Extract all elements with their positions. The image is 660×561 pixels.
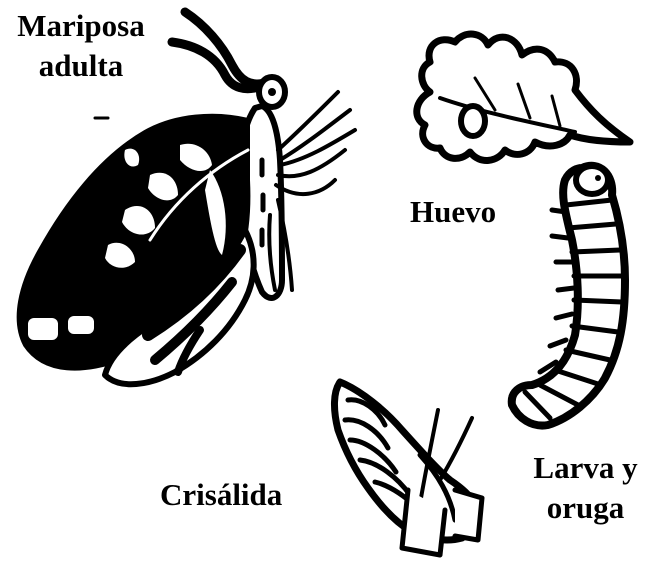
label-larva: Larva y oruga bbox=[518, 448, 653, 528]
label-adult-butterfly: Mariposa adulta bbox=[6, 6, 156, 86]
label-egg: Huevo bbox=[410, 192, 530, 232]
leaf-with-egg-icon bbox=[417, 34, 630, 160]
label-chrysalis: Crisálida bbox=[160, 475, 305, 515]
chrysalis-icon bbox=[334, 382, 482, 555]
